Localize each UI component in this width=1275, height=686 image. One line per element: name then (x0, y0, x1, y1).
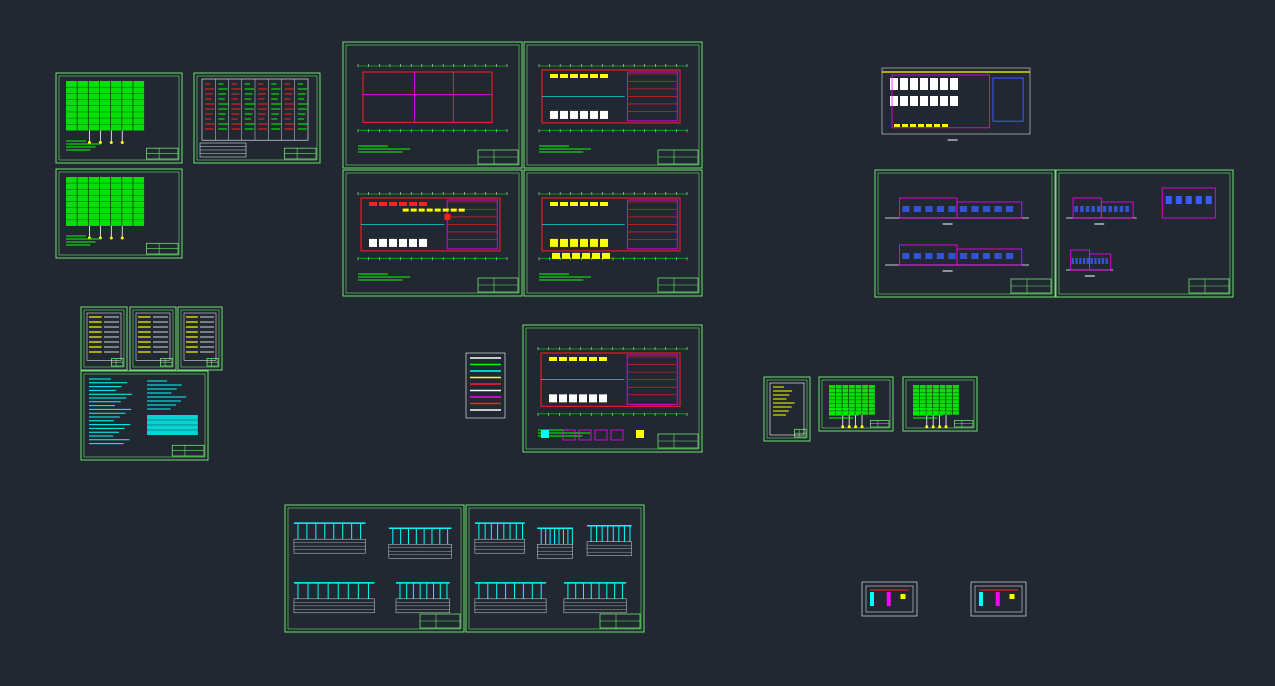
drawing-sheet-distribution-diagram-2[interactable] (465, 504, 645, 633)
drawing-sheet-cover-sheet[interactable] (763, 376, 811, 442)
drawing-sheet-electrical-schedule-1[interactable] (55, 72, 183, 164)
drawing-sheet-detail-small-2[interactable] (970, 581, 1027, 617)
drawing-sheet-floor-plan-fire[interactable] (522, 324, 703, 453)
drawing-sheet-floor-plan-grid[interactable] (342, 41, 523, 169)
drawing-sheet-notes-sheet-4[interactable] (80, 370, 209, 461)
drawing-sheet-floor-plan-power[interactable] (342, 169, 523, 297)
drawing-sheet-elevation-sheet-2[interactable] (1055, 169, 1234, 298)
drawing-sheet-electrical-schedule-2[interactable] (193, 72, 321, 164)
drawing-sheet-floor-plan-overview[interactable] (881, 67, 1031, 141)
drawing-sheet-notes-sheet-2[interactable] (129, 306, 177, 371)
drawing-sheet-legend-strip[interactable] (465, 352, 506, 419)
drawing-sheet-notes-sheet-3[interactable] (177, 306, 223, 371)
drawing-sheet-floor-plan-sockets[interactable] (523, 169, 703, 297)
drawing-sheet-electrical-schedule-4[interactable] (818, 376, 894, 432)
drawing-sheet-detail-small-1[interactable] (861, 581, 918, 617)
drawing-sheet-electrical-schedule-3[interactable] (55, 168, 183, 259)
drawing-sheet-notes-sheet-1[interactable] (80, 306, 128, 371)
drawing-sheet-elevation-sheet-1[interactable] (874, 169, 1056, 298)
drawing-sheet-distribution-diagram-1[interactable] (284, 504, 465, 633)
drawing-sheet-electrical-schedule-5[interactable] (902, 376, 978, 432)
drawing-sheet-floor-plan-lighting[interactable] (523, 41, 703, 169)
